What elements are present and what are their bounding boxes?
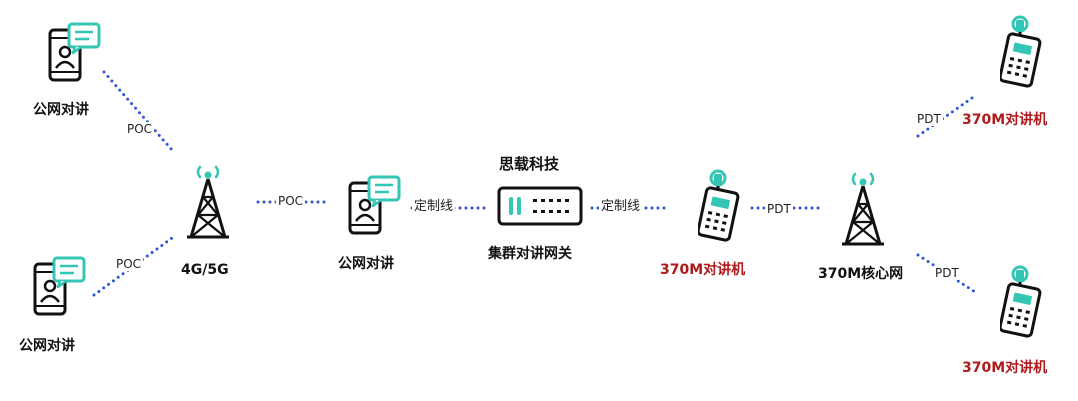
tower-4g5g-label: 4G/5G	[181, 262, 229, 278]
walkie-talkie-icon	[696, 168, 742, 246]
edge-label-pdt-center: PDT	[765, 202, 793, 216]
link-pdt-top	[916, 96, 974, 138]
cell-tower-icon	[838, 172, 888, 251]
gateway-label: 集群对讲网关	[488, 246, 572, 262]
core-network-label: 370M核心网	[818, 266, 904, 282]
cell-tower-icon	[183, 165, 233, 244]
walkie-talkie-icon	[998, 264, 1044, 342]
radio-center-label: 370M对讲机	[660, 262, 746, 278]
poc-phone-bottom-label: 公网对讲	[19, 338, 75, 354]
edge-label-poc-top: POC	[125, 122, 155, 136]
edge-label-poc-middle: POC	[276, 194, 306, 208]
radio-top-right-label: 370M对讲机	[962, 112, 1048, 128]
smartphone-chat-icon	[30, 256, 90, 320]
smartphone-chat-icon	[45, 22, 105, 86]
edge-label-pdt-bottom: PDT	[933, 266, 961, 280]
poc-phone-center-label: 公网对讲	[338, 256, 394, 272]
walkie-talkie-icon	[998, 14, 1044, 92]
gateway-device-icon	[497, 186, 583, 230]
edge-label-cable-left: 定制线	[412, 199, 456, 214]
edge-label-poc-bottom: POC	[114, 257, 144, 271]
smartphone-chat-icon	[345, 175, 405, 239]
link-pdt-bottom	[916, 253, 977, 294]
poc-phone-top-label: 公网对讲	[33, 102, 89, 118]
gateway-brand-label: 思载科技	[499, 155, 560, 173]
link-poc-top	[102, 70, 174, 152]
edge-label-cable-right: 定制线	[599, 199, 643, 214]
edge-label-pdt-top: PDT	[915, 112, 943, 126]
radio-bottom-right-label: 370M对讲机	[962, 360, 1048, 376]
